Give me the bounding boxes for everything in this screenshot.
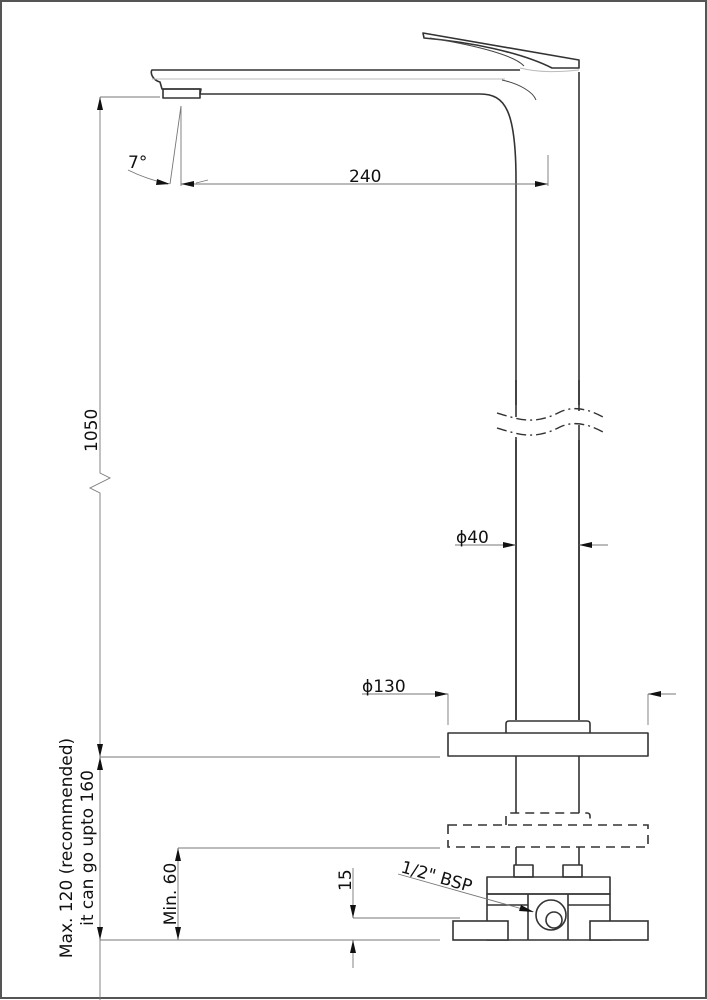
- thread-label: 1/2" BSP: [399, 858, 475, 897]
- dim-spout-height: 1050: [82, 96, 440, 758]
- dim-counter-thickness: Max. 120 (recommended) it can go upto 16…: [57, 738, 440, 1000]
- max-thickness-label-line1: Max. 120 (recommended): [57, 738, 77, 958]
- spout-height-label: 1050: [82, 409, 102, 452]
- dim-spout-angle: 7°: [127, 105, 182, 185]
- body-diameter-label: ϕ40: [456, 528, 489, 548]
- base-diameter-label: ϕ130: [362, 677, 406, 697]
- lever-handle: [422, 32, 580, 69]
- dim-base-diameter: ϕ130: [362, 677, 676, 725]
- faucet-outline: [150, 32, 580, 720]
- dim-body-diameter: ϕ40: [455, 528, 608, 548]
- inlet-circle: [535, 899, 567, 931]
- max-thickness-label-line2: it can go upto 160: [78, 770, 98, 926]
- base-flange: [447, 720, 649, 813]
- valve-offset-label: 15: [336, 869, 356, 891]
- min-thickness-label: Min. 60: [161, 863, 181, 926]
- max-counter-position: [447, 812, 649, 865]
- valve-body: [452, 864, 649, 941]
- spout-reach-label: 240: [349, 167, 381, 187]
- dim-valve-offset: 15: [336, 868, 460, 968]
- pipe-break-symbol: [496, 380, 604, 720]
- dim-spout-reach: 240: [180, 106, 549, 187]
- spout-angle-label: 7°: [128, 153, 147, 173]
- dim-min-thickness: Min. 60: [161, 847, 440, 940]
- aerator: [162, 88, 201, 99]
